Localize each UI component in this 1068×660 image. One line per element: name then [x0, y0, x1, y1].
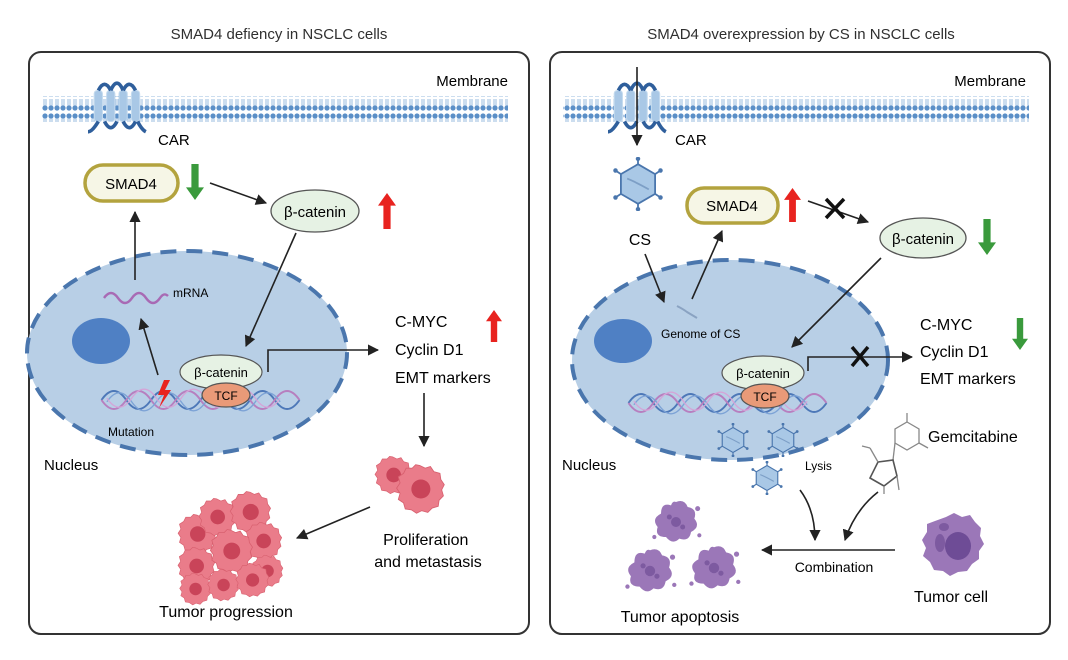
nucleus	[25, 249, 349, 457]
beta-catenin-label: β-catenin	[284, 204, 346, 221]
genome-label: Genome of CS	[661, 327, 740, 341]
cs-label: CS	[629, 232, 651, 249]
membrane-label: Membrane	[954, 73, 1026, 90]
proliferation-to-tumor-arrow	[295, 506, 371, 540]
smad4-node[interactable]: SMAD4	[685, 186, 780, 225]
left-panel: Membrane CAR SMAD4 β-catenin Nucleus mRN…	[25, 51, 530, 635]
lysis-to-combination-arrow	[799, 489, 821, 542]
smad4-to-catenin-arrow	[209, 182, 268, 205]
nucleolus	[594, 319, 652, 363]
catenin-to-nucleus-arrow	[244, 232, 297, 348]
tumor-apoptosis-label: Tumor apoptosis	[621, 609, 740, 626]
catenin-tcf-complex[interactable]: β-catenin TCF	[721, 355, 805, 409]
catenin-tcf-complex[interactable]: β-catenin TCF	[179, 354, 263, 408]
gemcitabine-to-combination-arrow	[842, 491, 879, 542]
smad4-node[interactable]: SMAD4	[83, 163, 180, 203]
nucleolus	[72, 318, 130, 364]
target-gene: Cyclin D1	[395, 342, 464, 359]
target-genes-list: C-MYC Cyclin D1 EMT markers	[920, 317, 1016, 388]
nucleus-label: Nucleus	[44, 457, 98, 474]
target-gene: C-MYC	[920, 317, 972, 334]
target-gene: Cyclin D1	[920, 344, 989, 361]
left-panel-title: SMAD4 defiency in NSCLC cells	[170, 26, 388, 43]
target-genes-list: C-MYC Cyclin D1 EMT markers	[395, 314, 491, 387]
right-panel-title: SMAD4 overexpression by CS in NSCLC cell…	[647, 26, 955, 43]
beta-catenin-node[interactable]: β-catenin	[879, 217, 967, 259]
lysis-label: Lysis	[805, 459, 832, 473]
catenin-to-nucleus-arrow	[791, 257, 882, 348]
tumor-progression-label: Tumor progression	[159, 604, 293, 621]
car-label: CAR	[158, 132, 190, 149]
genome-to-smad4-arrow	[691, 229, 724, 300]
tcf-label: TCF	[753, 390, 776, 404]
gemcitabine-label: Gemcitabine	[928, 429, 1018, 446]
target-gene: C-MYC	[395, 314, 447, 331]
nuclear-catenin-label: β-catenin	[194, 365, 248, 380]
cs-to-genome-arrow	[644, 253, 666, 304]
beta-catenin-node[interactable]: β-catenin	[270, 189, 360, 233]
target-gene: EMT markers	[395, 370, 491, 387]
target-gene: EMT markers	[920, 371, 1016, 388]
combination-label: Combination	[795, 559, 874, 575]
transcription-arrow	[267, 344, 380, 372]
nucleus-label: Nucleus	[562, 457, 616, 474]
gemcitabine-structure-icon	[861, 413, 929, 494]
cs-genome-icon	[676, 305, 698, 319]
beta-catenin-label: β-catenin	[892, 231, 954, 248]
mrna-label: mRNA	[173, 286, 208, 300]
tumor-cell-icon	[922, 513, 984, 576]
smad4-label: SMAD4	[706, 198, 758, 215]
membrane-label: Membrane	[436, 73, 508, 90]
transcription-blocked-arrow	[807, 351, 914, 371]
mutation-label: Mutation	[108, 425, 154, 439]
mrna-icon	[103, 291, 169, 305]
proliferation-label: Proliferation and metastasis	[374, 532, 482, 571]
mutation-to-mrna-arrow	[138, 317, 159, 376]
tumor-cell-label: Tumor cell	[914, 589, 988, 606]
right-panel: Membrane CAR CS SMAD4 β-catenin Nucleus …	[549, 51, 1051, 635]
smad4-label: SMAD4	[105, 176, 157, 193]
mutation-bolt-icon	[158, 380, 171, 408]
car-label: CAR	[675, 132, 707, 149]
tcf-label: TCF	[214, 389, 237, 403]
nuclear-catenin-label: β-catenin	[736, 366, 790, 381]
transcription-inhibition-x-icon	[850, 345, 870, 368]
inhibition-x-icon	[824, 197, 846, 220]
